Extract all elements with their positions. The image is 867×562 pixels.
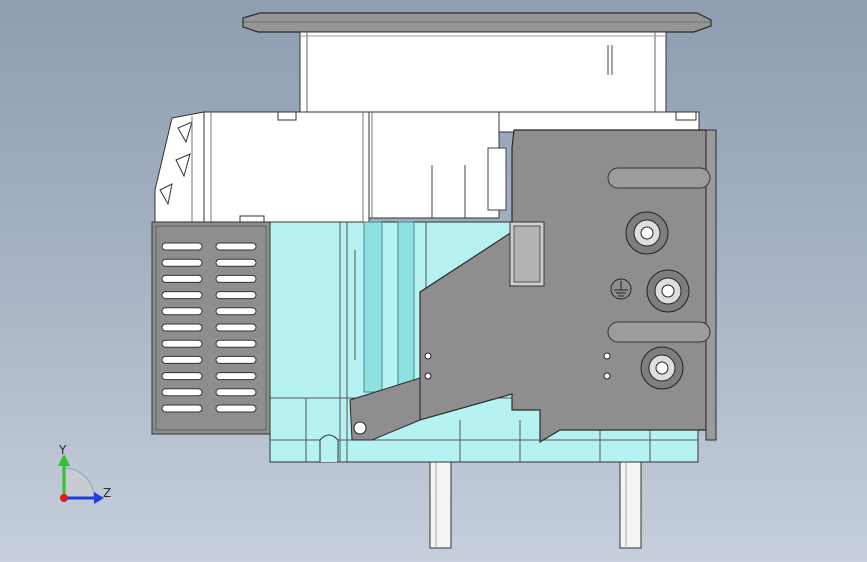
mounting-plate[interactable] bbox=[349, 129, 717, 444]
lower-pins bbox=[429, 461, 642, 549]
vent-slot bbox=[215, 372, 257, 381]
triad-z-label: Z bbox=[103, 486, 111, 500]
triad-z-arrow-icon bbox=[94, 492, 104, 504]
vent-slot bbox=[161, 274, 203, 283]
vent-slot bbox=[215, 307, 257, 316]
upper-housing[interactable] bbox=[299, 31, 667, 113]
vent-slot bbox=[161, 372, 203, 381]
vent-slot bbox=[215, 404, 257, 413]
vent-slot bbox=[161, 242, 203, 251]
vent-slot bbox=[215, 388, 257, 397]
bolt bbox=[640, 346, 684, 390]
ground-symbol-icon bbox=[610, 278, 632, 300]
triad-y-label: Y bbox=[58, 443, 67, 457]
triad-origin-icon bbox=[60, 494, 68, 502]
triad-y-arrow-icon bbox=[58, 454, 70, 466]
vent-slot bbox=[161, 258, 203, 267]
vent-slot bbox=[161, 307, 203, 316]
vent-slots bbox=[161, 242, 257, 413]
top-cover[interactable] bbox=[242, 12, 712, 33]
vent-slot bbox=[215, 355, 257, 364]
vent-slot bbox=[215, 291, 257, 300]
vent-slot bbox=[215, 323, 257, 332]
main-body[interactable] bbox=[203, 111, 700, 225]
bolt bbox=[625, 211, 669, 255]
orientation-triad[interactable]: Y Z bbox=[58, 443, 111, 504]
vent-slot bbox=[161, 388, 203, 397]
vent-slot bbox=[215, 242, 257, 251]
vent-slot bbox=[215, 339, 257, 348]
vent-slot bbox=[161, 323, 203, 332]
vent-slot bbox=[161, 355, 203, 364]
vent-slot bbox=[161, 291, 203, 300]
vent-panel[interactable] bbox=[151, 221, 271, 435]
vent-slot bbox=[215, 274, 257, 283]
vent-slot bbox=[215, 258, 257, 267]
bolt bbox=[646, 269, 690, 313]
left-rib-block[interactable] bbox=[154, 111, 205, 223]
vent-slot bbox=[161, 404, 203, 413]
vent-slot bbox=[161, 339, 203, 348]
